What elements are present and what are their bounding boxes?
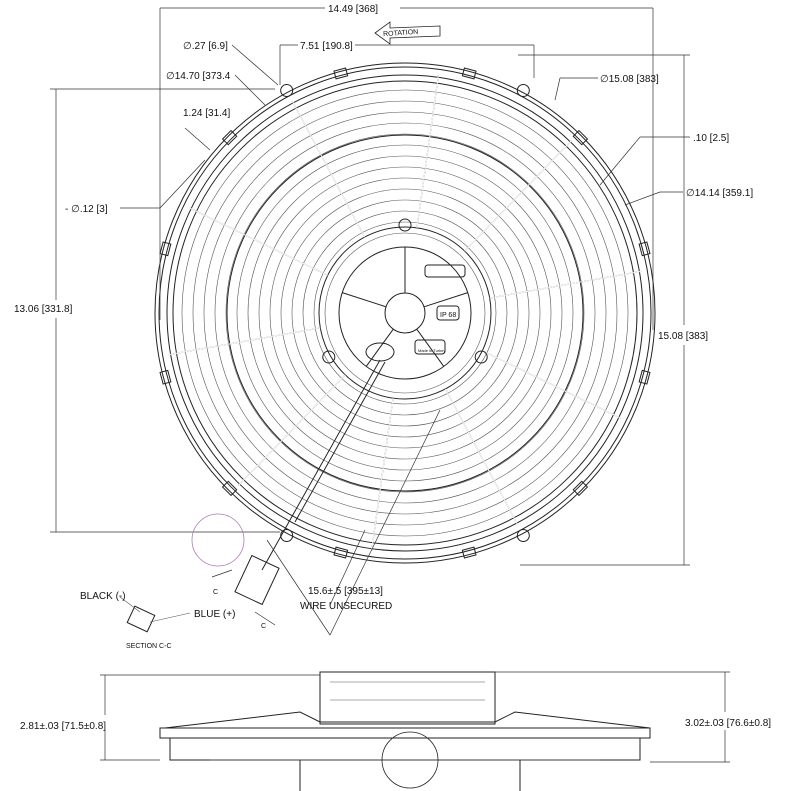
wire-note: WIRE UNSECURED xyxy=(300,601,392,612)
wire-connector xyxy=(119,359,386,633)
mounting-clip xyxy=(159,369,172,385)
dim-height-left: 13.06 [331.8] xyxy=(14,304,73,315)
mounting-clip xyxy=(461,67,477,80)
ip-rating-plate xyxy=(436,305,460,321)
dim-hole-offset: 7.51 [190.8] xyxy=(300,41,353,52)
dim-overall-width: 14.49 [368] xyxy=(328,4,378,15)
mounting-clip xyxy=(333,67,349,80)
guard-ring xyxy=(258,166,552,460)
guard-spoke-inner xyxy=(189,207,328,276)
dim-bolt-circle: ∅14.70 [373.4 xyxy=(166,71,231,82)
guard-spoke-inner xyxy=(464,140,573,252)
fan-side-view xyxy=(100,671,730,791)
guard-ring xyxy=(324,232,486,394)
guard-spoke-inner xyxy=(482,350,621,419)
mounting-clip xyxy=(221,480,238,497)
shroud-ring xyxy=(158,66,652,560)
guard-ring xyxy=(247,155,563,471)
guard-ring xyxy=(192,100,618,526)
dim-depth-left: 2.81±.03 [71.5±0.8] xyxy=(20,721,106,732)
dim-tab-depth: 1.24 [31.4] xyxy=(183,108,230,119)
guard-ring xyxy=(203,111,607,515)
section-label: SECTION C-C xyxy=(126,643,172,650)
shroud-ring xyxy=(166,74,644,552)
guard-ring-main xyxy=(226,134,584,492)
mounting-clip xyxy=(461,546,477,559)
shroud-ring xyxy=(154,62,656,564)
hub-center xyxy=(384,292,426,334)
origin-plate xyxy=(414,339,446,355)
section-mark-1: C xyxy=(213,589,218,596)
mount-boss xyxy=(398,218,412,232)
dim-height-right: 15.08 [383] xyxy=(658,331,708,342)
dim-depth-right: 3.02±.03 [76.6±0.8] xyxy=(685,718,771,729)
hub-rib xyxy=(423,292,468,308)
dim-gap: .10 [2.5] xyxy=(693,133,729,144)
hub-rib xyxy=(365,328,394,367)
mounting-clip xyxy=(638,369,651,385)
guard-ring xyxy=(214,122,596,504)
shroud-ring xyxy=(172,80,638,546)
black-wire-label: BLACK (-) xyxy=(80,591,126,602)
mounting-clip xyxy=(638,241,651,257)
mounting-hole xyxy=(280,83,294,97)
guard-ring xyxy=(269,177,541,449)
guard-spoke-inner xyxy=(237,374,346,486)
mounting-clip xyxy=(221,129,238,146)
guard-ring xyxy=(302,210,508,416)
fan-front-view xyxy=(154,62,656,564)
hub-label-plate xyxy=(424,264,466,278)
guard-spoke-inner xyxy=(416,75,439,228)
dim-hole-dia: ∅.27 [6.9] xyxy=(183,41,228,52)
mounting-clip xyxy=(572,480,589,497)
hub-rib xyxy=(342,292,387,308)
guard-spoke-inner xyxy=(291,100,366,238)
mount-boss xyxy=(322,350,336,364)
guard-spoke-inner xyxy=(489,270,642,299)
mounting-hole xyxy=(280,529,294,543)
section-c-c-connector xyxy=(126,605,156,633)
guard-ring xyxy=(225,133,585,493)
mounting-hole xyxy=(516,529,530,543)
mounting-hole xyxy=(516,83,530,97)
dim-shroud-dia: ∅14.14 [359.1] xyxy=(686,188,753,199)
dim-small-hole: - ∅.12 [3] xyxy=(65,204,108,215)
blue-wire-label: BLUE (+) xyxy=(194,609,235,620)
hub-rating: IP 68 xyxy=(440,312,456,319)
mounting-clip xyxy=(572,129,589,146)
guard-spoke-inner xyxy=(371,398,394,551)
mounting-clip xyxy=(333,546,349,559)
guard-spoke-inner xyxy=(444,388,519,526)
motor-hub xyxy=(318,226,492,400)
rotation-label: ROTATION xyxy=(383,29,419,38)
mount-boss xyxy=(474,350,488,364)
guard-ring xyxy=(291,199,519,427)
dim-outer-dia: ∅15.08 [383] xyxy=(600,74,659,85)
hub-rib xyxy=(416,328,445,367)
guard-ring xyxy=(181,89,629,537)
detail-circle xyxy=(191,513,245,567)
guard-ring xyxy=(280,188,530,438)
dimension-lines xyxy=(50,7,690,636)
section-mark-2: C xyxy=(261,623,266,630)
guard-spoke-inner xyxy=(168,327,321,356)
mounting-clip xyxy=(159,241,172,257)
guard-ring xyxy=(236,144,574,482)
guard-ring xyxy=(313,221,497,405)
dim-wire-length: 15.6±.5 [395±13] xyxy=(308,586,383,597)
hub-origin: Made in Turkey xyxy=(418,348,445,353)
wire-grommet xyxy=(365,342,395,362)
